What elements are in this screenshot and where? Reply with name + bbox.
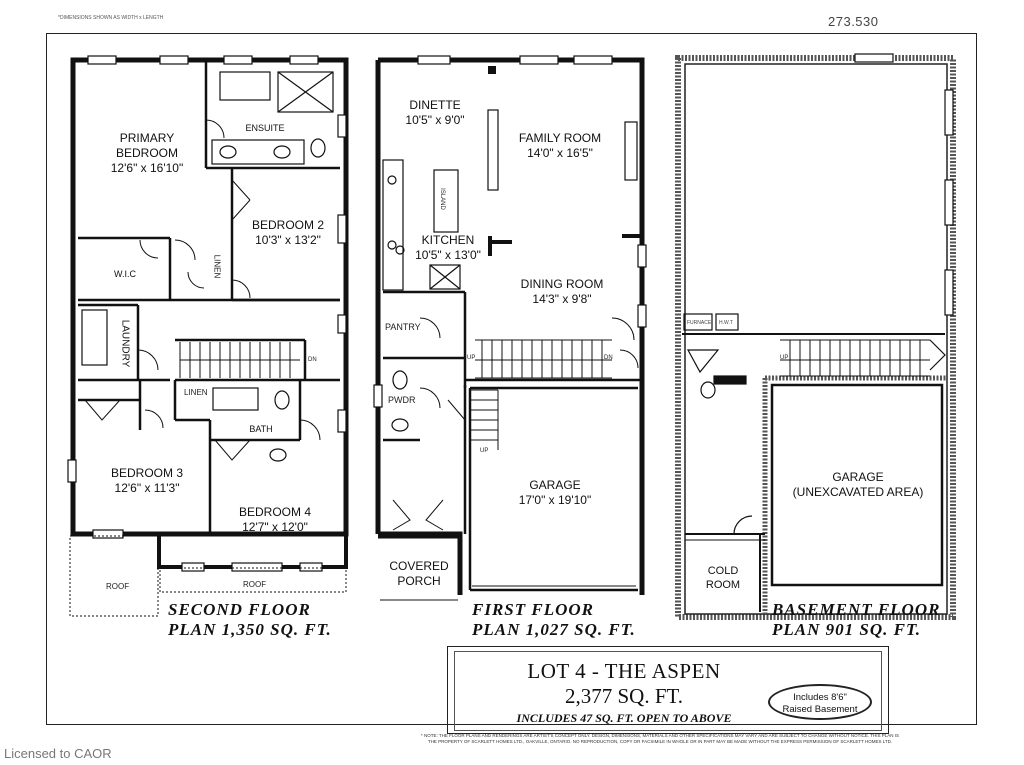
kitchen-label: KITCHEN 10'5" x 13'0" <box>415 233 481 262</box>
covered-porch-label: COVERED PORCH <box>389 559 449 588</box>
bath-label: BATH <box>249 424 273 434</box>
furnace-label: FURNACE <box>687 320 712 326</box>
second-floor-dn-label: DN <box>308 357 317 363</box>
first-floor-windows <box>373 55 647 408</box>
first-floor-up-label: UP <box>467 355 476 361</box>
title-block-inner <box>454 651 882 731</box>
second-floor-stairs <box>179 342 300 378</box>
open-to-above-note: INCLUDES 47 SQ. FT. OPEN TO ABOVE <box>516 711 732 725</box>
bedroom-2-label: BEDROOM 2 10'3" x 13'2" <box>251 218 324 247</box>
basement-floor-title: BASEMENT FLOOR PLAN 901 SQ. FT. <box>772 600 941 639</box>
roof-label-2: ROOF <box>243 580 267 589</box>
license-watermark: Licensed to CAOR <box>4 746 112 761</box>
family-room-label: FAMILY ROOM 14'0" x 16'5" <box>518 131 602 160</box>
ensuite-label: ENSUITE <box>245 123 285 133</box>
linen-label-2: LINEN <box>184 388 208 397</box>
second-floor-doors <box>84 119 321 461</box>
first-floor-stairs <box>470 339 612 450</box>
linen-label-1: LINEN <box>212 254 222 279</box>
pantry-label: PANTRY <box>385 322 421 332</box>
second-floor-title: SECOND FLOOR PLAN 1,350 SQ. FT. <box>168 600 332 639</box>
column-marker <box>488 66 496 74</box>
raised-basement-text: Includes 8'6" Raised Basement <box>782 692 858 715</box>
first-garage-label: GARAGE 17'0" x 19'10" <box>518 478 592 507</box>
reference-number: 273.530 <box>828 14 879 29</box>
basement-stairs <box>780 339 930 377</box>
basement-interior <box>682 63 948 615</box>
title-block-outer <box>447 646 889 734</box>
basement-fixtures <box>683 313 946 535</box>
cold-room-label: COLD ROOM <box>705 565 741 591</box>
first-floor-interior <box>380 234 642 601</box>
disclaimer-fine-print: * NOTE: THE FLOOR PLANS AND RENDERINGS A… <box>420 733 900 744</box>
basement-up-label: UP <box>780 355 789 361</box>
pwdr-label: PWDR <box>388 395 416 405</box>
primary-bedroom-label: PRIMARY BEDROOM 12'6" x 16'10" <box>110 131 184 175</box>
kitchen-fixtures <box>382 109 638 432</box>
island-label: ISLAND <box>438 188 445 210</box>
dinette-label: DINETTE 10'5" x 9'0" <box>405 98 465 127</box>
total-sqft: 2,377 SQ. FT. <box>564 684 684 708</box>
first-floor-dn-label: DN <box>604 355 613 361</box>
bedroom-4-label: BEDROOM 4 12'7" x 12'0" <box>238 505 311 534</box>
dimension-note: *DIMENSIONS SHOWN AS WIDTH x LENGTH <box>58 15 164 21</box>
lot-title: LOT 4 - THE ASPEN <box>527 659 721 683</box>
dining-room-label: DINING ROOM 14'3" x 9'8" <box>520 277 604 306</box>
basement-walls <box>675 55 956 620</box>
second-floor-windows <box>67 55 347 572</box>
second-floor-roof-outlines <box>69 535 347 617</box>
raised-basement-badge: Includes 8'6" Raised Basement <box>768 684 872 720</box>
first-floor-title: FIRST FLOOR PLAN 1,027 SQ. FT. <box>472 600 636 639</box>
roof-label-1: ROOF <box>106 582 130 591</box>
basement-windows <box>854 53 954 316</box>
drawing-sheet-border <box>46 33 977 725</box>
wic-label: W.I.C <box>114 269 136 279</box>
first-floor-doors <box>392 317 639 531</box>
first-floor-up-label-2: UP <box>480 448 489 454</box>
bedroom-3-label: BEDROOM 3 12'6" x 11'3" <box>110 466 183 495</box>
ensuite-fixtures <box>81 71 334 462</box>
basement-garage-label: GARAGE (UNEXCAVATED AREA) <box>792 470 924 499</box>
second-floor-interior <box>78 60 340 534</box>
laundry-label: LAUNDRY <box>119 319 131 368</box>
hwt-label: H.W.T <box>719 320 733 326</box>
